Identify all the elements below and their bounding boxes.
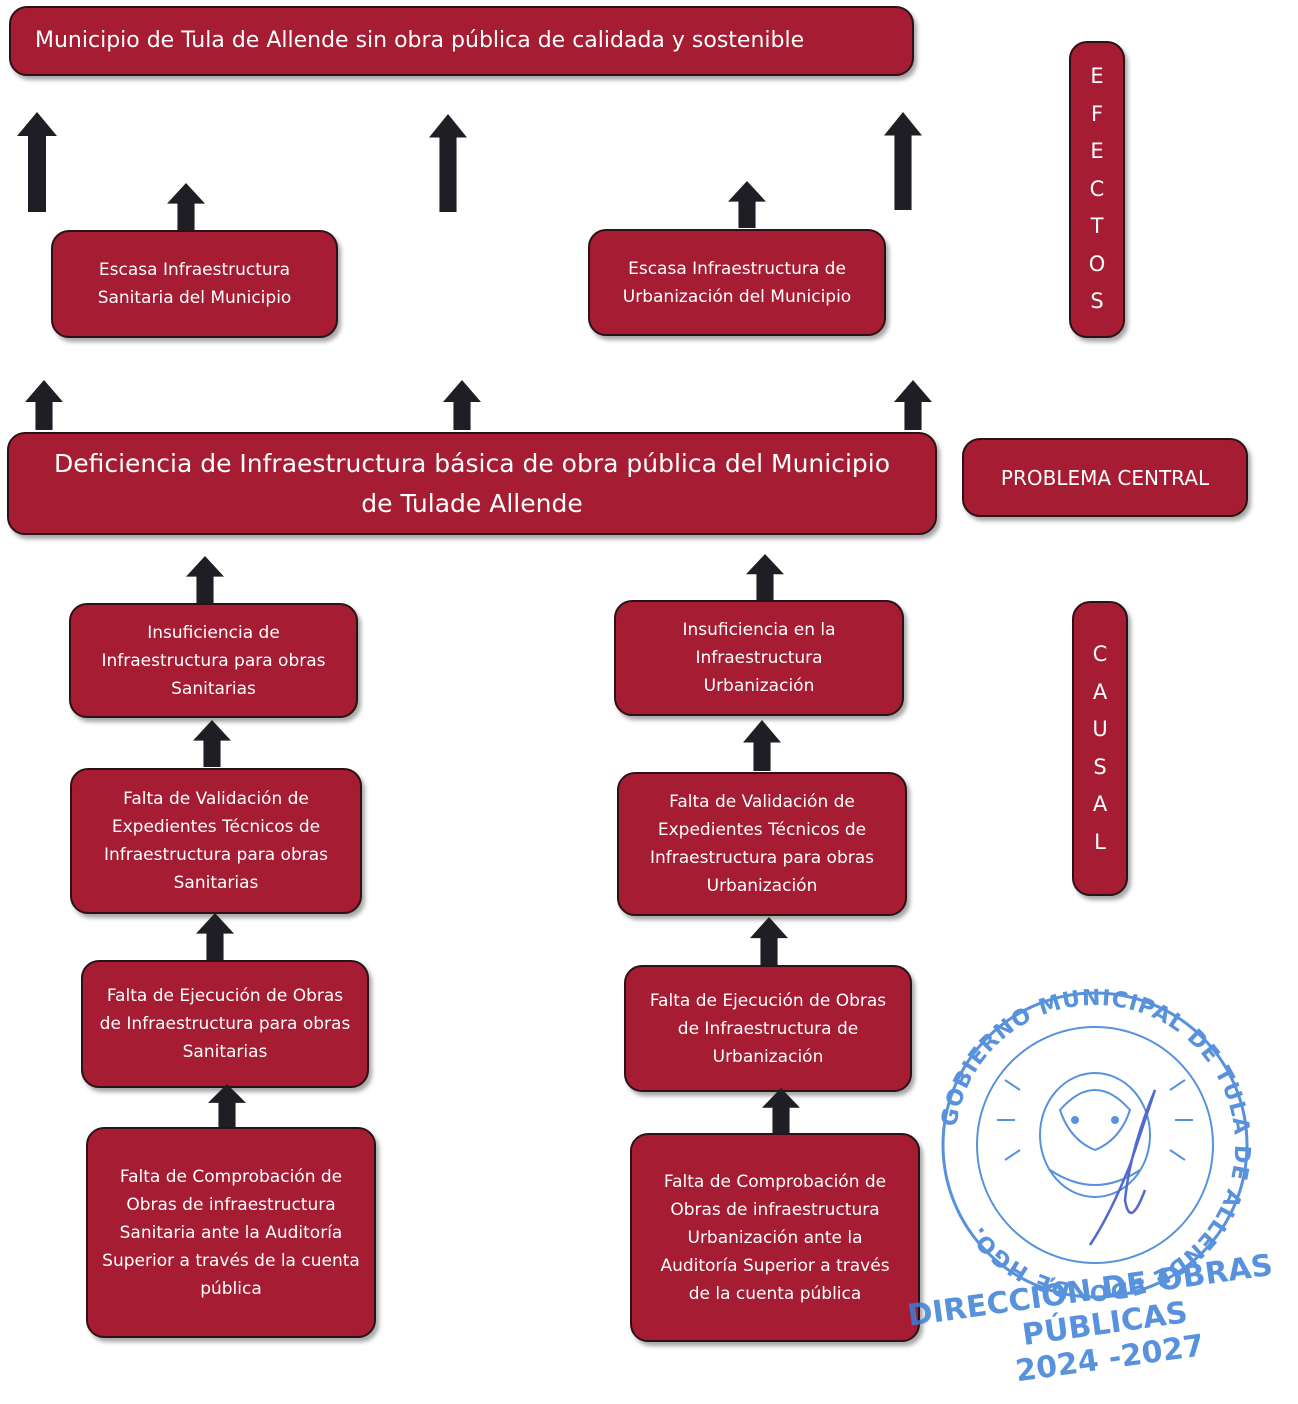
up-arrow-icon <box>443 380 481 430</box>
up-arrow-icon <box>762 1088 800 1133</box>
up-arrow-icon <box>208 1084 246 1127</box>
up-arrow-icon <box>750 917 788 965</box>
causal-label: C A U S A L <box>1072 601 1128 896</box>
efectos-label: E F E C T O S <box>1069 41 1125 338</box>
up-arrow-icon <box>743 720 781 771</box>
causal-letter: A <box>1092 679 1108 704</box>
efectos-letter: C <box>1089 176 1105 201</box>
effect-sanitaria-box: Escasa Infraestructura Sanitaria del Mun… <box>51 230 338 338</box>
up-arrow-icon <box>728 181 766 228</box>
top-effect-text: Municipio de Tula de Allende sin obra pú… <box>35 28 805 53</box>
cause-right-1-text: Insuficiencia en la Infraestructura Urba… <box>682 620 836 696</box>
up-arrow-icon <box>746 554 784 600</box>
cause-right-2-text: Falta de Validación de Expedientes Técni… <box>650 792 874 896</box>
efectos-letter: T <box>1090 214 1104 239</box>
up-arrow-icon <box>25 380 63 430</box>
up-arrow-icon <box>429 114 467 212</box>
cause-left-1-box: Insuficiencia de Infraestructura para ob… <box>69 603 358 718</box>
cause-left-1-text: Insuficiencia de Infraestructura para ob… <box>101 622 326 699</box>
cause-right-3-text: Falta de Ejecución de Obras de Infraestr… <box>649 990 887 1067</box>
up-arrow-icon <box>17 112 57 212</box>
up-arrow-icon <box>894 380 932 430</box>
efectos-letter: F <box>1090 101 1104 126</box>
problema-central-text: PROBLEMA CENTRAL <box>1000 465 1210 490</box>
cause-right-3-box: Falta de Ejecución de Obras de Infraestr… <box>624 965 912 1092</box>
causal-letter: A <box>1092 792 1108 816</box>
causal-letter: L <box>1094 829 1106 854</box>
up-arrow-icon <box>196 913 234 960</box>
official-seal-stamp: GOBIERNO MUNICIPAL DE TULA DE ALLENDE ED… <box>900 970 1290 1390</box>
cause-left-3-text: Falta de Ejecución de Obras de Infraestr… <box>99 986 351 1062</box>
cause-left-2-text: Falta de Validación de Expedientes Técni… <box>104 789 328 893</box>
cause-left-4-text: Falta de Comprobación de Obras de infrae… <box>102 1166 360 1299</box>
cause-left-4-box: Falta de Comprobación de Obras de infrae… <box>86 1127 376 1338</box>
cause-left-3-box: Falta de Ejecución de Obras de Infraestr… <box>81 960 369 1088</box>
cause-right-4-box: Falta de Comprobación de Obras de infrae… <box>630 1133 920 1342</box>
cause-right-4-text: Falta de Comprobación de Obras de infrae… <box>660 1171 890 1304</box>
causal-letter: S <box>1093 754 1107 779</box>
up-arrow-icon <box>167 183 205 230</box>
up-arrow-icon <box>884 112 922 210</box>
cause-left-2-box: Falta de Validación de Expedientes Técni… <box>70 768 362 914</box>
causal-letter: C <box>1092 642 1108 666</box>
central-problem-text: Deficiencia de Infraestructura básica de… <box>53 448 891 518</box>
efectos-letter: E <box>1090 64 1104 89</box>
up-arrow-icon <box>193 720 231 767</box>
effect-sanitaria-text: Escasa Infraestructura Sanitaria del Mun… <box>97 260 292 308</box>
central-problem-box: Deficiencia de Infraestructura básica de… <box>7 432 937 535</box>
efectos-letter: O <box>1088 251 1106 276</box>
cause-right-1-box: Insuficiencia en la Infraestructura Urba… <box>614 600 904 716</box>
top-effect-box: Municipio de Tula de Allende sin obra pú… <box>9 6 914 76</box>
efectos-letter: S <box>1090 289 1104 314</box>
effect-urbanizacion-box: Escasa Infraestructura de Urbanización d… <box>588 229 886 336</box>
causal-letter: U <box>1092 717 1108 741</box>
efectos-letter: E <box>1090 139 1104 164</box>
up-arrow-icon <box>186 556 224 603</box>
cause-right-2-box: Falta de Validación de Expedientes Técni… <box>617 772 907 916</box>
effect-urbanizacion-text: Escasa Infraestructura de Urbanización d… <box>622 258 852 307</box>
problema-central-label: PROBLEMA CENTRAL <box>962 438 1248 517</box>
